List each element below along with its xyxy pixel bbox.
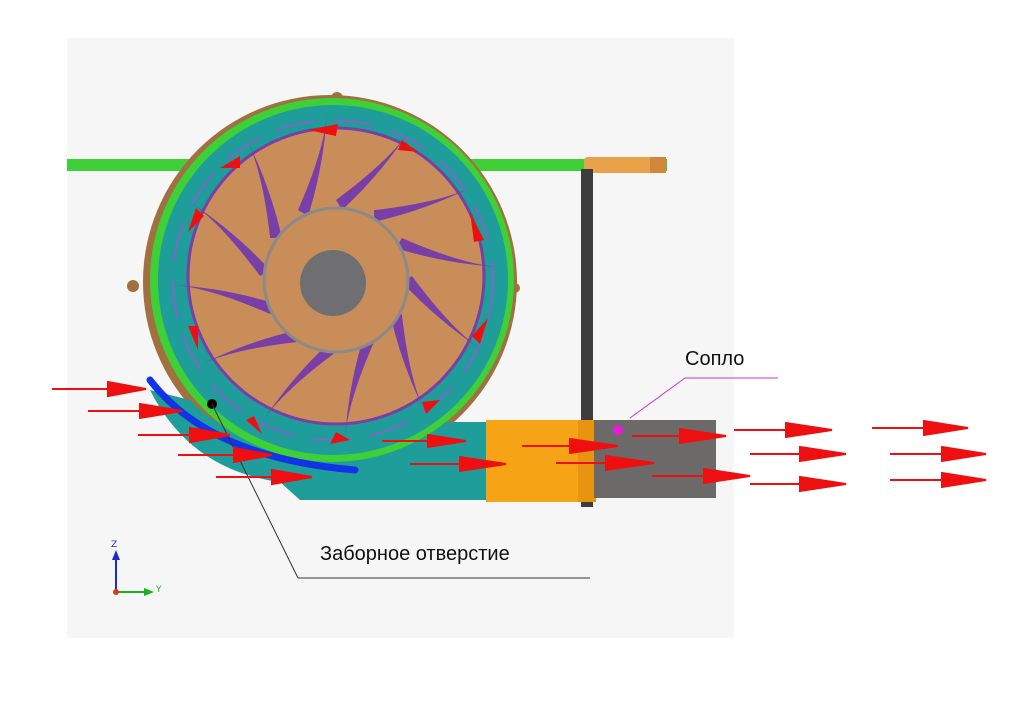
flow-arrow-icon — [216, 468, 313, 486]
bar-bracket — [584, 157, 664, 173]
flow-arrow-icon — [410, 455, 507, 473]
axis-y-label: Y — [156, 585, 162, 595]
intake-leader — [211, 403, 299, 579]
axis-z-label: Z — [111, 540, 118, 550]
flow-arrow-icon — [138, 426, 231, 444]
intake-opening — [146, 376, 359, 474]
nozzle-leader — [629, 377, 686, 419]
flow-arrow-icon — [734, 421, 833, 439]
flow-arrow-icon — [750, 445, 847, 463]
volute-outlet — [150, 390, 490, 500]
flow-arrows — [52, 380, 987, 493]
flow-arrow-icon — [890, 471, 987, 489]
rotation-arrow-icon — [470, 212, 484, 242]
flow-arrow-icon — [178, 446, 273, 464]
rotation-arrow-icon — [188, 208, 204, 232]
shaft — [300, 250, 366, 316]
flow-arrow-icon — [632, 427, 727, 445]
rotation-arrow-icon — [330, 432, 350, 444]
nozzle-marker — [613, 425, 623, 435]
flow-arrow-icon — [382, 433, 467, 449]
nozzle — [486, 420, 586, 502]
nozzle-flange — [578, 420, 596, 502]
bracket-end — [650, 157, 666, 173]
flow-arrow-icon — [88, 402, 183, 420]
rotation-arrows — [188, 124, 488, 444]
rotation-arrow-icon — [398, 140, 418, 152]
flow-arrow-icon — [522, 437, 619, 455]
nozzle-label: Сопло — [685, 348, 745, 370]
intake-label: Заборное отверстие — [320, 543, 510, 565]
impeller-blades — [172, 112, 500, 440]
rotation-arrow-icon — [472, 318, 488, 344]
rotation-arrow-icon — [246, 416, 262, 434]
flow-arrow-icon — [890, 445, 987, 463]
flow-arrow-icon — [872, 419, 969, 437]
flow-arrow-icon — [556, 454, 655, 472]
flow-arrow-icon — [750, 475, 847, 493]
rotation-arrow-icon — [220, 156, 240, 168]
rotation-arrow-icon — [422, 400, 440, 414]
housing-lug — [127, 280, 139, 292]
flow-arrow-icon — [652, 467, 751, 485]
rotation-arrow-icon — [188, 326, 198, 350]
rotation-arrow-icon — [308, 124, 338, 136]
axis-triad-icon — [112, 550, 154, 596]
flow-arrow-icon — [52, 380, 147, 398]
